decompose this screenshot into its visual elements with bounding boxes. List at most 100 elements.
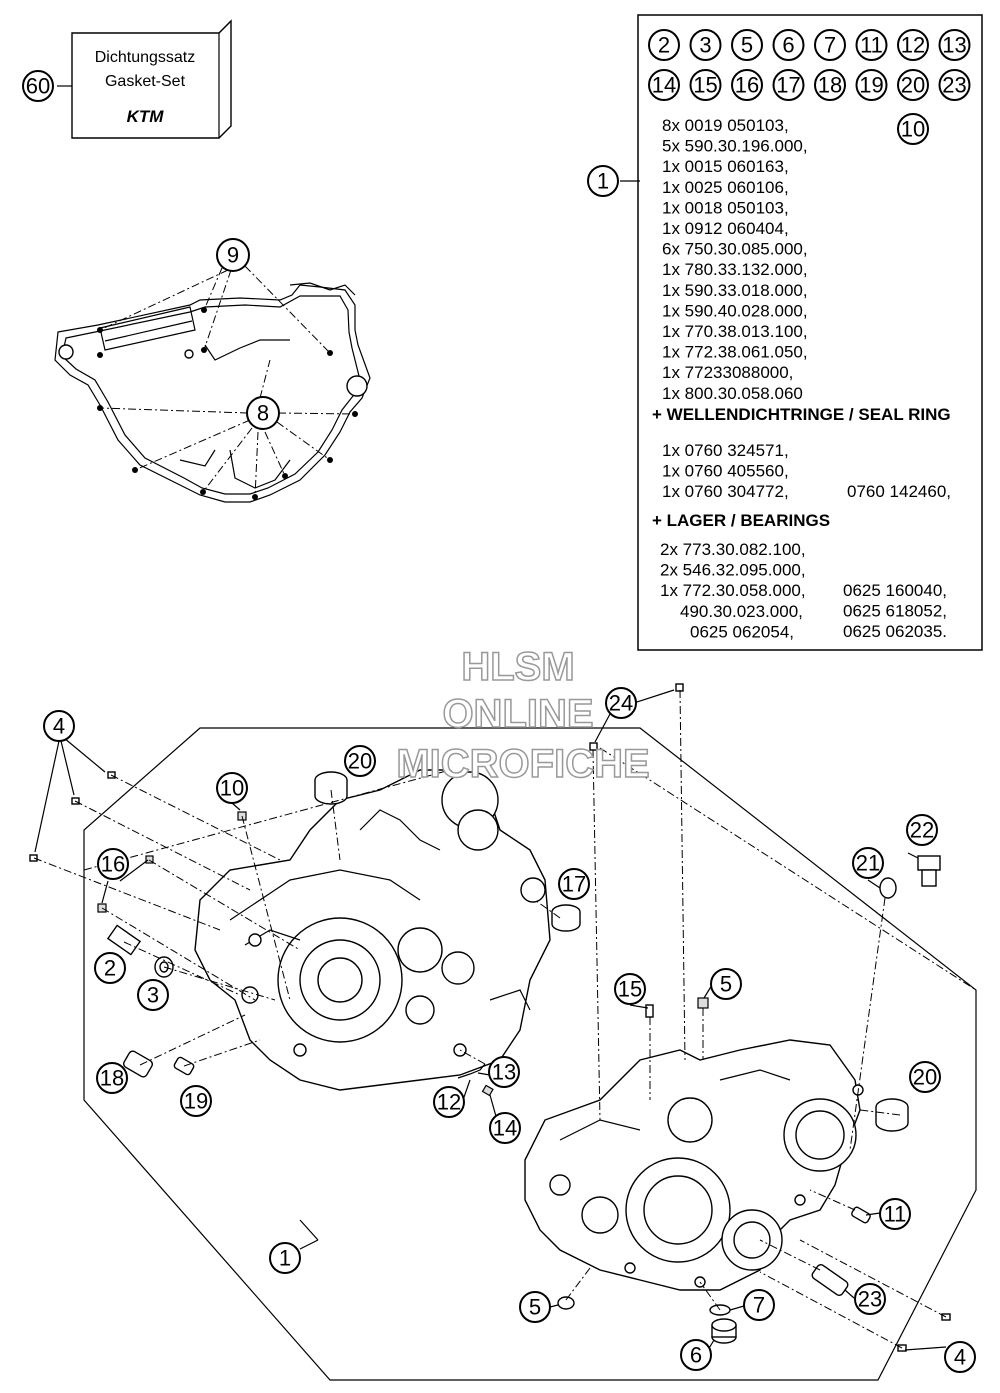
header-callout-15[interactable]: 15: [689, 69, 722, 101]
svg-text:16: 16: [735, 73, 759, 98]
seal-ring-list: 1x 0760 324571, 1x 0760 405560,1x 0760 30…: [662, 441, 789, 501]
header-callout-17[interactable]: 17: [772, 69, 805, 101]
svg-text:14: 14: [652, 73, 676, 98]
callout-4-bottom[interactable]: 4: [944, 1341, 976, 1373]
parts-list-line: 1x 590.33.018.000,: [662, 281, 808, 300]
callout-23[interactable]: 23: [854, 1283, 886, 1315]
svg-text:7: 7: [753, 1293, 765, 1318]
seal-list-line: 1x 0760 324571,: [662, 441, 789, 460]
callout-8[interactable]: 8: [246, 396, 280, 430]
seal-list-line: 1x 0760 405560,: [662, 462, 789, 481]
bearing-list-line: 0625 062054,: [690, 622, 794, 641]
callout-6[interactable]: 6: [680, 1339, 712, 1371]
svg-text:4: 4: [954, 1345, 966, 1370]
bearing-list-line-right: 0625 062035.: [843, 622, 947, 641]
parts-list-line: 1x 772.38.061.050,: [662, 343, 808, 362]
parts-list-line: 1x 0025 060106,: [662, 178, 789, 197]
callout-3[interactable]: 3: [137, 979, 169, 1011]
callout-11[interactable]: 11: [879, 1198, 911, 1230]
callout-1[interactable]: 1: [269, 1242, 301, 1274]
callout-20-right[interactable]: 20: [909, 1061, 941, 1093]
svg-text:15: 15: [618, 977, 642, 1002]
gasket-set-title-de: Dichtungssatz: [95, 49, 196, 66]
svg-text:9: 9: [227, 243, 239, 268]
header-callout-13[interactable]: 13: [938, 29, 971, 61]
assembly-leader-lines: [33, 689, 977, 1351]
header-callout-18[interactable]: 18: [814, 69, 846, 101]
header-callout-11[interactable]: 11: [855, 29, 888, 61]
callout-4-top[interactable]: 4: [43, 710, 75, 742]
callout-10-list[interactable]: 10: [897, 113, 929, 145]
parts-list-line: 1x 0912 060404,: [662, 219, 789, 238]
svg-text:2: 2: [658, 33, 670, 58]
svg-text:12: 12: [901, 33, 925, 58]
assembly-frame: [83, 727, 977, 1381]
svg-text:17: 17: [562, 872, 586, 897]
header-callout-3[interactable]: 3: [689, 29, 722, 61]
callout-21[interactable]: 21: [852, 847, 884, 879]
callout-2[interactable]: 2: [94, 952, 126, 984]
callout-24[interactable]: 24: [605, 687, 637, 719]
callout-17[interactable]: 17: [558, 868, 590, 900]
callout-10[interactable]: 10: [216, 772, 248, 804]
svg-text:3: 3: [699, 33, 711, 58]
callout-7[interactable]: 7: [743, 1289, 775, 1321]
svg-text:8: 8: [257, 401, 269, 426]
callout-13[interactable]: 13: [488, 1056, 520, 1088]
parts-list-line: 1x 0018 050103,: [662, 198, 789, 217]
callout-19[interactable]: 19: [180, 1085, 212, 1117]
seal-ring-heading: + WELLENDICHTRINGE / SEAL RING: [652, 405, 951, 424]
left-crankcase-half: [194, 769, 551, 1091]
callout-5-bottom[interactable]: 5: [519, 1291, 551, 1323]
callout-9[interactable]: 9: [216, 238, 250, 272]
svg-text:15: 15: [693, 73, 717, 98]
svg-text:20: 20: [348, 749, 372, 774]
svg-text:7: 7: [824, 33, 836, 58]
callout-15[interactable]: 15: [614, 973, 646, 1005]
parts-list-line: 1x 770.38.013.100,: [662, 322, 808, 341]
header-callout-19[interactable]: 19: [855, 69, 888, 101]
header-callout-12[interactable]: 12: [897, 29, 929, 61]
svg-text:20: 20: [901, 73, 925, 98]
callout-18[interactable]: 18: [96, 1062, 128, 1094]
header-callout-23[interactable]: 23: [938, 69, 971, 101]
header-callout-14[interactable]: 14: [648, 69, 680, 101]
svg-text:5: 5: [720, 972, 732, 997]
parts-list-line: 1x 780.33.132.000,: [662, 260, 808, 279]
callout-12[interactable]: 12: [433, 1086, 465, 1118]
parts-list-line: 8x 0019 050103,: [662, 116, 789, 135]
bearing-list-line-right: 0625 160040,: [843, 581, 947, 600]
svg-text:22: 22: [910, 818, 934, 843]
svg-text:1: 1: [597, 169, 609, 194]
svg-text:6: 6: [690, 1343, 702, 1368]
svg-text:20: 20: [913, 1065, 937, 1090]
svg-text:11: 11: [884, 1202, 907, 1227]
gasket-leader-lines: [99, 265, 356, 498]
callout-20-top[interactable]: 20: [344, 745, 376, 777]
svg-text:5: 5: [741, 33, 753, 58]
callout-22[interactable]: 22: [906, 814, 938, 846]
parts-list-line: 1x 800.30.058.060: [662, 384, 803, 403]
header-callout-2[interactable]: 2: [648, 29, 680, 61]
svg-text:12: 12: [437, 1090, 461, 1115]
header-callout-6[interactable]: 6: [772, 29, 805, 61]
parts-list-line: 1x 77233088000,: [662, 363, 793, 382]
parts-list-line: 6x 750.30.085.000,: [662, 240, 808, 259]
svg-text:16: 16: [101, 852, 125, 877]
seal-extra-number: 0760 142460,: [847, 482, 951, 501]
header-callout-20[interactable]: 20: [897, 69, 929, 101]
crankcase-gasket-drawing: [54, 282, 371, 503]
header-callout-7[interactable]: 7: [814, 29, 846, 61]
header-callout-16[interactable]: 16: [731, 69, 763, 101]
svg-text:24: 24: [609, 691, 633, 716]
svg-text:10: 10: [901, 117, 925, 142]
callout-5-top[interactable]: 5: [710, 968, 742, 1000]
seal-list-line: 1x 0760 304772,: [662, 482, 789, 501]
header-callout-5[interactable]: 5: [731, 29, 763, 61]
right-crankcase-half: [524, 1039, 864, 1291]
callout-16[interactable]: 16: [97, 848, 129, 880]
callout-1-list[interactable]: 1: [587, 165, 619, 197]
callout-14[interactable]: 14: [489, 1112, 521, 1144]
svg-text:14: 14: [493, 1116, 517, 1141]
callout-60[interactable]: 60: [22, 70, 54, 102]
